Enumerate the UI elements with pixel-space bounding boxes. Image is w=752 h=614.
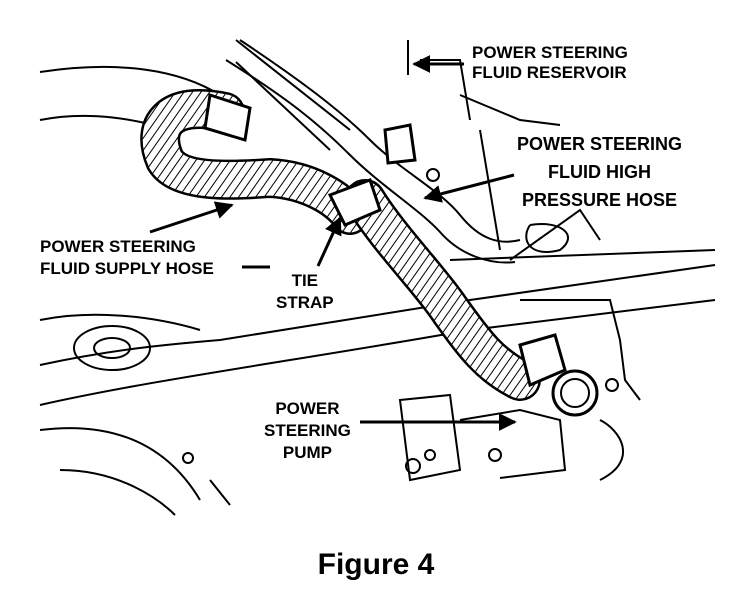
high-pressure-arrow — [423, 173, 515, 203]
supply-label: POWER STEERING FLUID SUPPLY HOSE — [40, 236, 214, 280]
high-pressure-label-line2: FLUID HIGH — [548, 162, 651, 182]
reservoir-label: POWER STEERING FLUID RESERVOIR — [472, 43, 628, 83]
tie-strap-label-line1: TIE — [291, 271, 319, 290]
figure-caption: Figure 4 — [317, 548, 435, 581]
supply-hose — [140, 88, 370, 235]
high-pressure-label-line3: PRESSURE HOSE — [521, 190, 678, 210]
pump-label: POWER STEERING PUMP — [264, 398, 351, 464]
pump-label-line1: POWER — [275, 399, 340, 418]
reservoir-label-line1: POWER STEERING — [472, 43, 628, 62]
supply-label-line2: FLUID SUPPLY HOSE — [40, 259, 214, 278]
reservoir-label-line2: FLUID RESERVOIR — [472, 63, 627, 82]
hose-clamps — [203, 93, 567, 388]
supply-arrow — [149, 201, 234, 234]
tie-strap-arrow — [316, 216, 342, 267]
high-pressure-hose — [344, 179, 541, 401]
pump-label-line2: STEERING — [264, 421, 351, 440]
pump-label-line3: PUMP — [282, 443, 333, 462]
supply-label-line1: POWER STEERING — [40, 237, 196, 256]
tie-strap-label-line2: STRAP — [276, 293, 334, 312]
steel-line — [225, 39, 521, 264]
engine-outline — [39, 39, 716, 516]
high-pressure-label: POWER STEERING FLUID HIGH PRESSURE HOSE — [517, 130, 682, 214]
high-pressure-label-line1: POWER STEERING — [517, 134, 683, 154]
tie-strap-label: TIE STRAP — [276, 270, 334, 314]
